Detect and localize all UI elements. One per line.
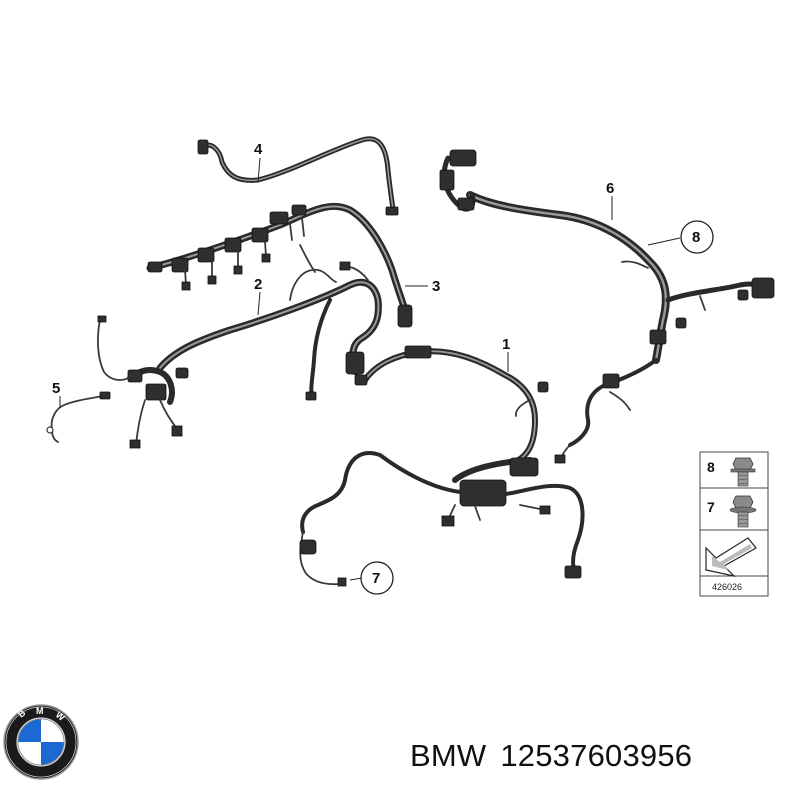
legend-number-8: 8: [707, 459, 715, 475]
caption-brand: BMW: [410, 738, 487, 773]
parts-legend: 8 7 426026: [699, 451, 769, 597]
callout-label-3: 3: [432, 278, 440, 295]
orientation-arrow-icon: [705, 537, 757, 578]
callout-circle-8: [680, 220, 714, 254]
svg-text:B: B: [16, 707, 28, 719]
harness-1: [299, 345, 585, 587]
legend-number-7: 7: [707, 499, 715, 515]
callout-label-5: 5: [52, 380, 60, 397]
part-caption: BMW 12537603956: [410, 738, 692, 774]
harness-4: [197, 136, 399, 216]
callout-label-4: 4: [254, 141, 263, 158]
bolt-with-washer-icon: [730, 457, 756, 487]
svg-text:M: M: [36, 706, 44, 716]
callout-labels: 4 2 3 5 6 1 8 7: [52, 141, 714, 595]
caption-part-number: 12537603956: [500, 738, 693, 773]
bmw-logo: B M W: [3, 704, 79, 780]
harness-6: [439, 149, 775, 464]
callout-label-2: 2: [254, 276, 262, 293]
callout-leaders: [59, 157, 681, 581]
bolt-with-collar-icon: [729, 495, 757, 528]
callout-label-7: 7: [372, 570, 380, 587]
harness-5: [46, 391, 111, 443]
callout-label-1: 1: [502, 336, 510, 353]
callout-circle-7: [360, 561, 394, 595]
harness-2-3: [97, 202, 413, 449]
diagram-code: 426026: [712, 582, 742, 592]
callout-label-6: 6: [606, 180, 614, 197]
callout-label-8: 8: [692, 229, 700, 246]
